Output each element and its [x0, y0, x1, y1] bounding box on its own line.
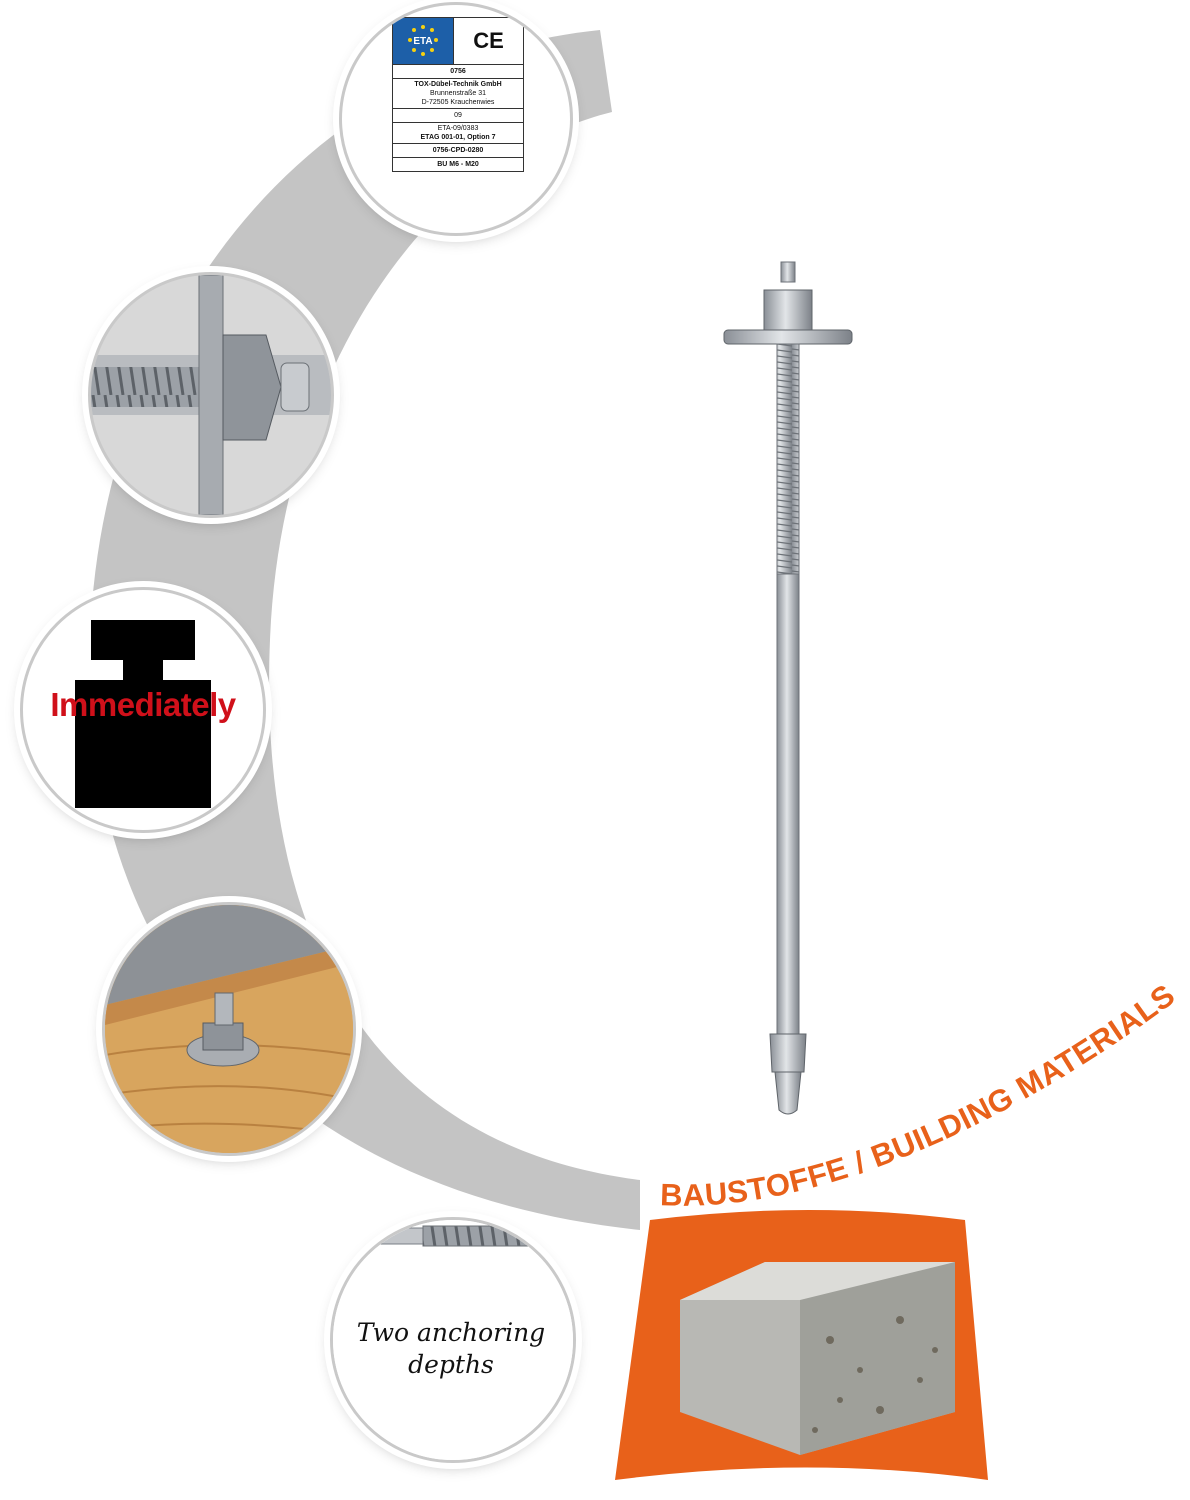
eta-logo-text: ETA — [413, 35, 433, 47]
eta-logo: ETA — [393, 18, 453, 64]
eta-ce-label: ETA CE 0756 TOX-Dübel-Technik GmbH Brunn… — [392, 17, 524, 172]
bolt-closeup-circle — [88, 272, 334, 518]
eta-number: ETA-09/0383 — [437, 125, 479, 132]
anchoring-line2: depths — [408, 1350, 494, 1379]
ce-mark: CE — [453, 18, 523, 64]
eta-year: 09 — [393, 108, 523, 122]
wedge-anchor-bolt — [723, 261, 853, 1115]
concrete-panel — [615, 1210, 988, 1480]
eta-range: BU M6 - M20 — [393, 157, 523, 171]
anchor-depth-photo — [333, 1220, 573, 1460]
weight-icon — [75, 620, 211, 808]
bolt-closeup — [91, 275, 331, 515]
anchoring-line1: Two anchoring — [356, 1318, 546, 1347]
materials-label: BAUSTOFFE / BUILDING MATERIALS — [660, 977, 1182, 1213]
wood-mount-photo — [105, 905, 353, 1153]
load-immediately-circle: Immediately — [20, 587, 266, 833]
eta-cpd: 0756-CPD-0280 — [393, 143, 523, 157]
eta-code: 0756 — [393, 64, 523, 78]
eta-city: D-72505 Krauchenwies — [421, 99, 495, 106]
eta-etag: ETAG 001-01, Option 7 — [420, 134, 496, 141]
immediately-text: Immediately — [50, 686, 236, 723]
eta-company: TOX-Dübel-Technik GmbH — [414, 81, 502, 88]
eta-ce-label-circle: ETA CE 0756 TOX-Dübel-Technik GmbH Brunn… — [339, 2, 573, 236]
anchoring-depths-circle: Two anchoring depths — [330, 1217, 576, 1463]
eta-street: Brunnenstraße 31 — [429, 90, 487, 97]
wood-mount-circle — [102, 902, 356, 1156]
